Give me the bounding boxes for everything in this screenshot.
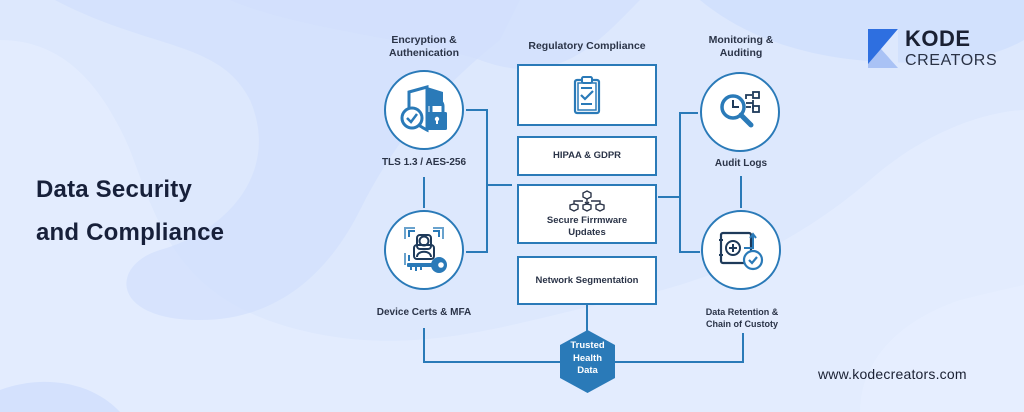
box-network-segmentation: Network Segmentation	[517, 256, 657, 305]
data-retention-label-line-2: Chain of Custoty	[705, 319, 778, 329]
box-secure-firmware: Secure Firrmware Updates	[517, 184, 657, 244]
hub-label-line-3: Data	[577, 365, 598, 376]
right-title-line-2: Auditing	[719, 47, 763, 59]
connector-right	[679, 112, 700, 253]
left-title-line-2: Authenication	[389, 47, 459, 59]
secure-firmware-label-line-2: Updates	[568, 226, 606, 238]
center-column-title: Regulatory Compliance	[528, 40, 646, 52]
trusted-health-data-hub	[560, 330, 615, 393]
shield-lock-icon	[400, 85, 447, 133]
hub-label-line-2: Health	[572, 352, 603, 364]
hub-label: Trusted Health Data	[559, 340, 616, 378]
secure-firmware-label: Secure Firrmware Updates	[547, 215, 627, 239]
brand-logo: KODE CREATORS	[868, 26, 1008, 72]
vault-check-icon	[719, 231, 764, 271]
page-title-line-2: and Compliance	[36, 219, 225, 246]
box-regulatory-icon	[517, 64, 657, 126]
connector-left-top	[466, 109, 488, 253]
left-column-title: Encryption & Authenication	[389, 34, 459, 60]
biometric-key-icon	[404, 227, 447, 273]
left-title-line-1: Encryption &	[391, 34, 457, 46]
network-segmentation-label: Network Segmentation	[535, 274, 639, 286]
node-encryption	[384, 70, 464, 150]
clipboard-check-icon	[573, 76, 601, 115]
box-hipaa-gdpr: HIPAA & GDPR	[517, 136, 657, 176]
page-title-line-1: Data Security	[36, 176, 192, 203]
page-title: Data Security and Compliance	[36, 168, 224, 254]
label-audit-logs: Audit Logs	[714, 158, 768, 169]
node-data-retention	[701, 210, 781, 290]
label-data-retention: Data Retention & Chain of Custoty	[706, 306, 779, 330]
hub-label-line-1: Trusted	[570, 340, 605, 351]
node-device-certs	[384, 210, 464, 290]
label-tls: TLS 1.3 / AES-256	[381, 157, 467, 168]
kode-logo-mark-icon	[868, 29, 898, 68]
data-retention-label-line-1: Data Retention &	[705, 307, 779, 317]
node-audit-logs	[700, 72, 780, 152]
website-link[interactable]: www.kodecreators.com	[818, 366, 967, 382]
label-device-certs: Device Certs & MFA	[376, 307, 472, 318]
clock-search-icon	[720, 91, 760, 128]
secure-firmware-label-line-1: Secure Firrmware	[546, 214, 628, 226]
firmware-tree-icon	[569, 189, 605, 212]
brand-name-light: CREATORS	[905, 52, 998, 69]
right-column-title: Monitoring & Auditing	[709, 34, 774, 60]
right-title-line-1: Monitoring &	[708, 34, 774, 46]
brand-name-bold: KODE	[905, 26, 971, 51]
hipaa-gdpr-label: HIPAA & GDPR	[552, 150, 622, 161]
